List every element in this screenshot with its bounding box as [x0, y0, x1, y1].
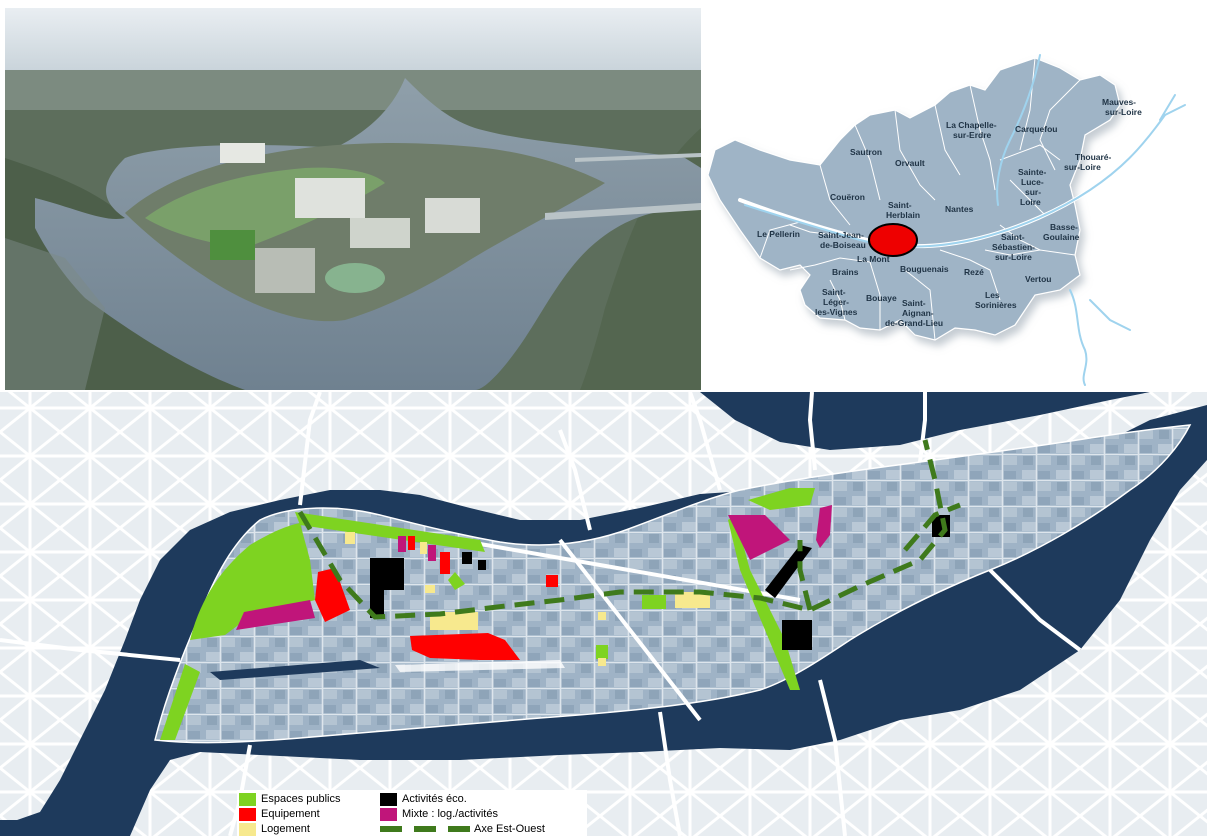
commune-thouare-l1: Thouaré-: [1075, 152, 1112, 162]
commune-sebastien-l2: Sébastien-: [992, 242, 1035, 252]
commune-thouare-l2: sur-Loire: [1064, 162, 1101, 172]
commune-herblain-l1: Saint-: [888, 200, 912, 210]
commune-reze: Rezé: [964, 267, 984, 277]
svg-text:Thouaré-sur-Loire: Thouaré-sur-Loire: [1064, 152, 1112, 172]
commune-sautron: Sautron: [850, 147, 882, 157]
commune-luce-l4: Loire: [1020, 197, 1041, 207]
commune-sebastien-l1: Saint-: [1001, 232, 1025, 242]
commune-sebastien-l3: sur-Loire: [995, 252, 1032, 262]
north-bank: [0, 392, 1207, 826]
activites-eco-areas: [370, 515, 950, 650]
commune-mauves-l2: sur-Loire: [1105, 107, 1142, 117]
legend-logement: Logement: [239, 822, 310, 836]
legend-espaces-publics: Espaces publics: [239, 792, 341, 806]
map-legend: Espaces publics Equipement Logement Acti…: [237, 790, 587, 836]
aerial-photo: [5, 8, 701, 390]
commune-map: Mauves-sur-Loire La Chapelle-sur-Erdre C…: [705, 8, 1207, 390]
commune-herblain-l2: Herblain: [886, 210, 920, 220]
commune-aignan-l2: Aignan-: [902, 308, 934, 318]
mixte-areas: [236, 505, 832, 630]
svg-text:Saint-Jean-de-Boiseau: Saint-Jean-de-Boiseau: [818, 230, 866, 250]
commune-chapelle-l2: sur-Erdre: [953, 130, 992, 140]
legend-swatch-magenta: [380, 807, 397, 821]
legend-activites-eco: Activités éco.: [380, 792, 467, 806]
commune-basse-l1: Basse-: [1050, 222, 1078, 232]
commune-bouaye: Bouaye: [866, 293, 897, 303]
highlight-ellipse: [868, 223, 918, 257]
commune-luce-l1: Sainte-: [1018, 167, 1047, 177]
commune-leger-l3: les-Vignes: [815, 307, 858, 317]
legend-axe: Axe Est-Ouest: [380, 822, 545, 836]
legend-swatch-black: [380, 792, 397, 806]
commune-aignan-l3: de-Grand-Lieu: [885, 318, 943, 328]
commune-luce-l2: Luce-: [1021, 177, 1044, 187]
svg-text:Saint-Aignan-de-Grand-Lieu: Saint-Aignan-de-Grand-Lieu: [885, 298, 943, 328]
svg-text:Basse-Goulaine: Basse-Goulaine: [1043, 222, 1080, 242]
commune-pellerin: Le Pellerin: [757, 229, 800, 239]
commune-orvault: Orvault: [895, 158, 925, 168]
commune-mauves-l1: Mauves-: [1102, 97, 1136, 107]
island: [154, 424, 1192, 744]
commune-jean-l1: Saint-Jean-: [818, 230, 864, 240]
svg-text:Sainte-Luce-sur-Loire: Sainte-Luce-sur-Loire: [1018, 167, 1047, 207]
commune-leger-l1: Saint-: [822, 287, 846, 297]
equipement-areas: [315, 536, 558, 660]
commune-aignan-l1: Saint-: [902, 298, 926, 308]
island-plan-map: [0, 392, 1207, 836]
south-bank: [130, 460, 1207, 836]
legend-label-equipement: Equipement: [261, 808, 320, 820]
commune-labels: Mauves-sur-Loire La Chapelle-sur-Erdre C…: [757, 97, 1142, 328]
commune-vertou: Vertou: [1025, 274, 1051, 284]
commune-coueron: Couëron: [830, 192, 865, 202]
commune-luce-l3: sur-: [1025, 187, 1041, 197]
commune-carquefou: Carquefou: [1015, 124, 1058, 134]
svg-text:Mauves-sur-Loire: Mauves-sur-Loire: [1102, 97, 1142, 117]
commune-region-outline: [707, 57, 1121, 341]
commune-brains: Brains: [832, 267, 859, 277]
legend-swatch-dashed: [380, 826, 470, 832]
commune-bouguenais: Bouguenais: [900, 264, 949, 274]
svg-text:Saint-Herblain: Saint-Herblain: [886, 200, 920, 220]
legend-label-espaces-publics: Espaces publics: [261, 793, 341, 805]
legend-swatch-red: [239, 807, 256, 821]
commune-montagne: La Mont: [857, 254, 890, 264]
axe-est-ouest: [297, 439, 961, 620]
commune-sorinieres-l1: Les: [985, 290, 1000, 300]
legend-swatch-yellow: [239, 822, 256, 836]
legend-label-logement: Logement: [261, 823, 310, 835]
legend-label-axe: Axe Est-Ouest: [474, 823, 545, 835]
legend-label-activites-eco: Activités éco.: [402, 793, 467, 805]
svg-text:La Chapelle-sur-Erdre: La Chapelle-sur-Erdre: [946, 120, 997, 140]
commune-chapelle-l1: La Chapelle-: [946, 120, 997, 130]
commune-leger-l2: Léger-: [823, 297, 849, 307]
legend-mixte: Mixte : log./activités: [380, 807, 498, 821]
commune-basse-l2: Goulaine: [1043, 232, 1080, 242]
legend-equipement: Equipement: [239, 807, 320, 821]
legend-label-mixte: Mixte : log./activités: [402, 808, 498, 820]
commune-jean-l2: de-Boiseau: [820, 240, 866, 250]
svg-text:Saint-Léger-les-Vignes: Saint-Léger-les-Vignes: [815, 287, 858, 317]
logement-areas: [345, 532, 710, 666]
legend-swatch-green: [239, 792, 256, 806]
commune-sorinieres-l2: Sorinières: [975, 300, 1017, 310]
commune-nantes: Nantes: [945, 204, 974, 214]
svg-text:Saint-Sébastien-sur-Loire: Saint-Sébastien-sur-Loire: [992, 232, 1035, 262]
